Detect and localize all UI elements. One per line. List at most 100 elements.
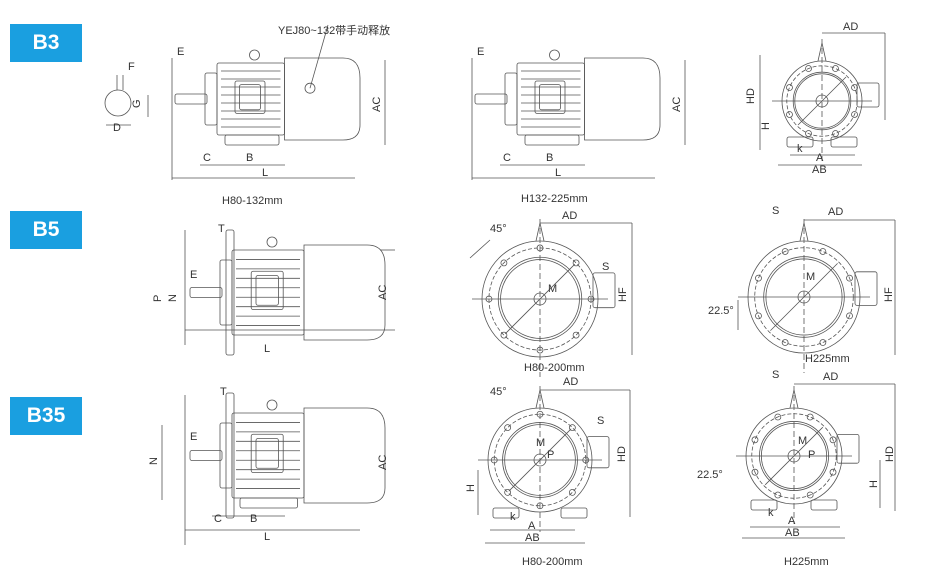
bolt-hole <box>568 424 576 432</box>
label-e: E <box>477 46 484 58</box>
terminal-box <box>234 80 266 114</box>
bolt-hole <box>568 488 576 496</box>
stator-body <box>231 412 305 499</box>
bolt-hole <box>832 130 839 137</box>
drawing-lines <box>104 24 896 545</box>
lifting-eye-icon <box>549 49 560 61</box>
caption-b5-right: H225mm <box>805 353 850 365</box>
label-c: C <box>503 152 511 164</box>
bolt-hole <box>536 502 544 510</box>
angle-22-5: 22.5° <box>708 305 734 317</box>
bolt-hole <box>504 424 512 432</box>
lifting-eye-icon <box>266 236 278 248</box>
stator-body <box>216 62 285 136</box>
caption-b35-right: H225mm <box>784 556 829 568</box>
mounting-feet <box>239 497 298 509</box>
bolt-hole <box>485 295 493 303</box>
terminal-box-cover <box>539 84 561 111</box>
label-ad: AD <box>823 371 838 383</box>
label-ab: AB <box>525 532 540 544</box>
label-k: k <box>510 511 516 523</box>
bolt-hole <box>536 410 544 418</box>
lifting-lug <box>789 389 799 409</box>
label-a: A <box>816 152 824 164</box>
label-l: L <box>264 531 270 543</box>
label-b: B <box>546 152 553 164</box>
label-a: A <box>528 520 536 532</box>
stator-body <box>516 62 585 136</box>
label-hf: HF <box>617 287 629 302</box>
bolt-hole <box>806 491 814 499</box>
label-hd: HD <box>616 446 628 462</box>
bolt-hole <box>755 312 762 320</box>
label-n: N <box>148 457 160 465</box>
label-e: E <box>177 46 184 58</box>
label-f: F <box>128 61 135 73</box>
dimension-line <box>797 76 847 126</box>
bolt-hole <box>504 488 512 496</box>
label-t: T <box>220 386 227 398</box>
bolt-hole <box>829 468 837 476</box>
mounting-feet <box>524 134 580 146</box>
bolt-hole <box>755 274 762 282</box>
label-n: N <box>167 294 179 302</box>
mounting-feet <box>224 134 280 146</box>
shaft <box>189 450 223 461</box>
label-m: M <box>806 271 815 283</box>
dimension-line <box>508 428 572 492</box>
label-g: G <box>131 99 143 108</box>
label-ac: AC <box>371 97 383 112</box>
label-ad: AD <box>843 21 858 33</box>
label-hd: HD <box>745 88 757 104</box>
label-s: S <box>602 261 609 273</box>
label-p: P <box>808 449 815 461</box>
bolt-hole <box>781 339 789 346</box>
terminal-box <box>250 433 284 473</box>
terminal-box-cover <box>255 438 279 469</box>
label-hd: HD <box>884 446 896 462</box>
bolt-hole <box>572 331 580 339</box>
label-c: C <box>203 152 211 164</box>
bolt-hole <box>572 259 580 267</box>
terminal-box <box>586 436 610 469</box>
bolt-hole <box>819 248 827 255</box>
shaft <box>474 93 508 105</box>
terminal-box <box>856 82 880 108</box>
b3-brake-note: YEJ80~132带手动释放 <box>278 23 390 37</box>
label-h: H <box>760 122 772 130</box>
label-ac: AC <box>377 455 389 470</box>
foot-left <box>786 136 814 148</box>
bolt-hole <box>851 111 858 118</box>
dimension-line <box>770 263 838 331</box>
label-b: B <box>250 513 257 525</box>
terminal-box <box>592 272 616 309</box>
bolt-hole <box>805 65 812 72</box>
lifting-eye-icon <box>249 49 260 61</box>
terminal-box <box>250 270 284 310</box>
label-l: L <box>262 167 268 179</box>
bolt-hole <box>774 413 782 421</box>
angle-45: 45° <box>490 386 507 398</box>
label-ab: AB <box>785 527 800 539</box>
terminal-box <box>854 271 878 306</box>
fan-cover <box>303 244 386 341</box>
label-m: M <box>798 435 807 447</box>
terminal-box-cover <box>239 84 261 111</box>
label-s: S <box>597 415 604 427</box>
bolt-hole <box>500 259 508 267</box>
badge-b3: B3 <box>10 24 82 62</box>
bolt-hole <box>786 84 793 91</box>
foot-right <box>560 507 588 519</box>
bolt-hole <box>587 295 595 303</box>
terminal-box-cover <box>255 275 279 306</box>
label-ac: AC <box>377 285 389 300</box>
label-t: T <box>218 223 225 235</box>
dimension-line <box>469 239 491 259</box>
bolt-hole <box>751 436 759 444</box>
angle-22-5: 22.5° <box>697 469 723 481</box>
label-ad: AD <box>563 376 578 388</box>
lever-pivot <box>304 82 316 94</box>
flange <box>225 229 235 356</box>
label-s: S <box>772 369 779 381</box>
label-h: H <box>868 480 880 488</box>
